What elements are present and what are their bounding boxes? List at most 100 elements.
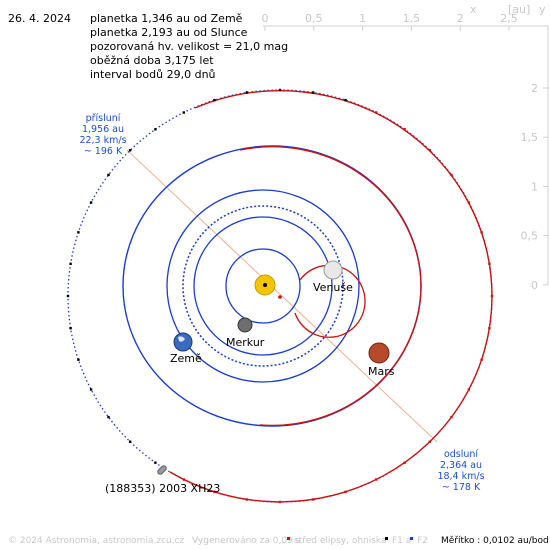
- orbit-point-marker: [182, 478, 185, 481]
- asteroid-orbit-points: [66, 88, 494, 504]
- orbit-point-marker: [154, 128, 157, 131]
- x-axis-label: x: [470, 3, 477, 16]
- orbit-point-marker: [107, 173, 110, 177]
- orbit-point-marker: [128, 440, 132, 443]
- generated-text: Vygenerováno za 0,09 s: [192, 536, 301, 546]
- earth-distance-line: planetka 1,346 au od Země: [90, 12, 243, 25]
- aphelion-temperature: ~ 178 K: [442, 482, 481, 493]
- orbit-point-marker: [245, 91, 248, 94]
- orbit-point-marker: [488, 262, 491, 265]
- x-tick-label: 0: [262, 12, 269, 25]
- orbit-point-marker: [403, 461, 406, 464]
- orbit-point-marker: [128, 149, 132, 152]
- orbit-point-marker: [278, 500, 282, 504]
- perihelion-distance: 1,956 au: [82, 124, 124, 135]
- orbit-point-marker: [66, 294, 70, 298]
- y-tick-label: 0,5: [521, 230, 539, 243]
- x-tick-label: 2: [457, 12, 464, 25]
- orbit-point-marker: [344, 490, 347, 494]
- magnitude-line: pozorovaná hv. velikost = 21,0 mag: [90, 40, 288, 53]
- aphelion-speed: 18,4 km/s: [437, 471, 484, 482]
- perihelion-temperature: ~ 196 K: [84, 146, 123, 157]
- orbit-point-marker: [450, 415, 453, 419]
- center-legend-marker: [287, 537, 290, 540]
- y-tick-label: 2: [531, 82, 538, 95]
- asteroid-icon: [157, 465, 167, 475]
- orbit-point-marker: [69, 327, 72, 330]
- ellipse-center-dot: [278, 295, 282, 299]
- orbit-point-marker: [89, 388, 93, 391]
- x-tick-label: 1,5: [403, 12, 421, 25]
- orbit-point-marker: [278, 88, 282, 92]
- orbit-point-marker: [490, 294, 494, 298]
- x-tick-label: 1: [359, 12, 366, 25]
- orbit-point-marker: [107, 415, 110, 419]
- venus-orbit: [193, 216, 333, 356]
- orbit-point-marker: [77, 231, 80, 234]
- orbit-point-marker: [69, 262, 72, 265]
- orbit-point-marker: [450, 173, 453, 177]
- f1-legend-marker: [385, 537, 388, 540]
- orbit-point-marker: [344, 98, 347, 102]
- orbit-point-marker: [312, 498, 315, 501]
- mercury-orbit-red-arc: [294, 264, 366, 338]
- asteroid-label: (188353) 2003 XH23: [105, 482, 220, 495]
- earth-icon: [173, 332, 193, 352]
- orbit-point-marker: [480, 231, 483, 234]
- legend-center-text: střed elipsy, ohniska: [294, 536, 387, 546]
- orbit-point-marker: [245, 498, 248, 501]
- y-tick-label: 1,5: [521, 131, 539, 144]
- axes: 0 0,5 1 1,5 2 2,5 2 1,5 1 0,5 0 x [au] y: [262, 3, 549, 292]
- mercury-orbit: [225, 248, 301, 324]
- earth-cloud-shape: [178, 336, 185, 342]
- x-tick-label: 0,5: [305, 12, 323, 25]
- orbit-point-marker: [467, 388, 471, 391]
- venus-icon: [323, 260, 343, 280]
- y-axis-label: y: [539, 3, 546, 16]
- date-label: 26. 4. 2024: [8, 12, 71, 25]
- mars-label: Mars: [368, 365, 395, 378]
- apsis-line: [126, 149, 438, 443]
- earth-orbit: [166, 189, 360, 383]
- orbit-point-marker: [213, 98, 216, 102]
- orbit-point-marker: [213, 490, 216, 494]
- legend-f2-text: F2: [417, 536, 428, 546]
- mars-icon: [368, 342, 390, 364]
- y-tick-label: 0: [531, 279, 538, 292]
- orbit-point-marker: [428, 440, 432, 443]
- mars-orbit-red-segment: [239, 146, 422, 427]
- sun-distance-line: planetka 2,193 au od Slunce: [90, 26, 248, 39]
- orbit-point-marker: [312, 91, 315, 94]
- scale-text: Měřítko : 0,0102 au/bod: [441, 536, 549, 546]
- f2-legend-marker: [410, 537, 413, 540]
- y-axis-ticks: 2 1,5 1 0,5 0: [521, 82, 548, 292]
- orbit-point-marker: [480, 358, 483, 361]
- axis-unit-label: [au]: [508, 3, 530, 16]
- orbit-point-marker: [467, 201, 471, 204]
- mercury-label: Merkur: [226, 336, 265, 349]
- earth-label: Země: [170, 352, 202, 365]
- x-axis-ticks: 0 0,5 1 1,5 2 2,5: [262, 12, 518, 31]
- period-line: oběžná doba 3,175 let: [90, 54, 214, 67]
- orbit-point-marker: [488, 327, 491, 330]
- orbit-point-marker: [77, 358, 80, 361]
- x-tick-label: 2,5: [500, 12, 518, 25]
- orbit-point-marker: [403, 128, 406, 131]
- mercury-icon: [237, 317, 253, 333]
- legend-f1-text: F1 a: [392, 536, 411, 546]
- orbit-point-marker: [428, 149, 432, 152]
- sun-center-dot: [263, 283, 267, 287]
- copyright-text: © 2024 Astronomia, astronomia.zcu.cz: [8, 536, 185, 546]
- perihelion-title: přísluní: [86, 113, 121, 124]
- orbit-point-marker: [154, 461, 157, 464]
- earth-orbit-inner-dotted: [182, 205, 344, 367]
- aphelion-distance: 2,364 au: [440, 460, 482, 471]
- interval-line: interval bodů 29,0 dnů: [90, 68, 216, 81]
- orbit-point-marker: [375, 111, 378, 114]
- perihelion-speed: 22,3 km/s: [79, 135, 126, 146]
- orbit-point-marker: [182, 111, 185, 114]
- y-tick-label: 1: [531, 180, 538, 193]
- venus-label: Venuše: [313, 281, 353, 294]
